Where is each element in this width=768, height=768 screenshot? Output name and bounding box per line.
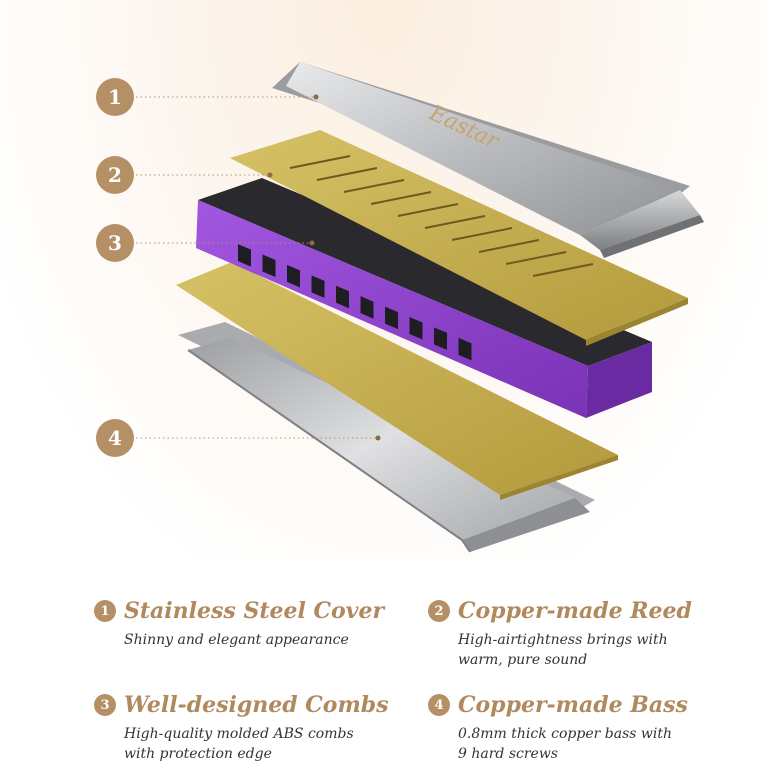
reed-slot	[451, 227, 513, 241]
reed-slot	[343, 179, 405, 193]
leader-lines	[136, 96, 378, 439]
reed-slot	[532, 263, 594, 277]
comb-hole	[434, 327, 447, 350]
feature-title: Copper-made Reed	[458, 598, 692, 624]
leader-dot-3	[309, 240, 315, 246]
comb-hole	[360, 296, 374, 319]
reed-slots	[289, 155, 594, 277]
comb-holes	[238, 244, 472, 361]
feature-desc-line: with protection edge	[124, 746, 272, 762]
feature-title: Copper-made Bass	[458, 692, 688, 718]
feature-desc-line: 0.8mm thick copper bass with	[458, 726, 673, 742]
leader-dot-4	[375, 435, 381, 441]
bottom-reed-plate	[176, 262, 618, 500]
comb-hole	[458, 337, 472, 361]
reed-slot	[478, 239, 540, 253]
reed-slot	[316, 167, 378, 181]
feature-desc-line: warm, pure sound	[458, 652, 588, 668]
feature-desc-line: High-airtightness brings with	[458, 632, 668, 648]
feature-title: Stainless Steel Cover	[124, 598, 385, 624]
callout-3: 3	[96, 224, 134, 262]
feature-stainless-steel-cover: 1 Stainless Steel Cover Shinny and elega…	[94, 598, 414, 650]
feature-well-designed-combs: 3 Well-designed Combs High-quality molde…	[94, 692, 414, 764]
reed-slot	[505, 251, 567, 265]
feature-desc-line: 9 hard screws	[458, 746, 558, 762]
reed-slot	[424, 215, 486, 229]
feature-number: 2	[428, 600, 450, 622]
comb-hole	[287, 264, 300, 288]
feature-desc-line: High-quality molded ABS combs	[124, 726, 354, 742]
feature-copper-made-bass: 4 Copper-made Bass 0.8mm thick copper ba…	[428, 692, 748, 764]
leader-dot-2	[267, 172, 273, 178]
comb-hole	[336, 285, 349, 309]
harmonica-exploded-view: Eastar	[136, 62, 704, 553]
comb-hole	[385, 306, 398, 330]
top-reed-plate	[230, 130, 688, 346]
callout-1: 1	[96, 78, 134, 116]
callout-4: 4	[96, 419, 134, 457]
feature-copper-made-reed: 2 Copper-made Reed High-airtightness bri…	[428, 598, 748, 670]
top-cover: Eastar	[272, 62, 704, 258]
comb-hole	[262, 254, 276, 278]
feature-number: 4	[428, 694, 450, 716]
reed-slot	[370, 191, 432, 205]
reed-slot	[289, 155, 351, 169]
feature-number: 3	[94, 694, 116, 716]
reed-slot	[397, 203, 459, 217]
comb-hole	[311, 275, 325, 298]
callout-2: 2	[96, 156, 134, 194]
comb-hole	[238, 244, 251, 267]
purple-comb	[196, 178, 652, 418]
feature-title: Well-designed Combs	[124, 692, 389, 718]
leader-dot-1	[313, 94, 319, 100]
feature-desc-line: Shinny and elegant appearance	[124, 632, 349, 648]
feature-number: 1	[94, 600, 116, 622]
comb-hole	[409, 316, 423, 340]
